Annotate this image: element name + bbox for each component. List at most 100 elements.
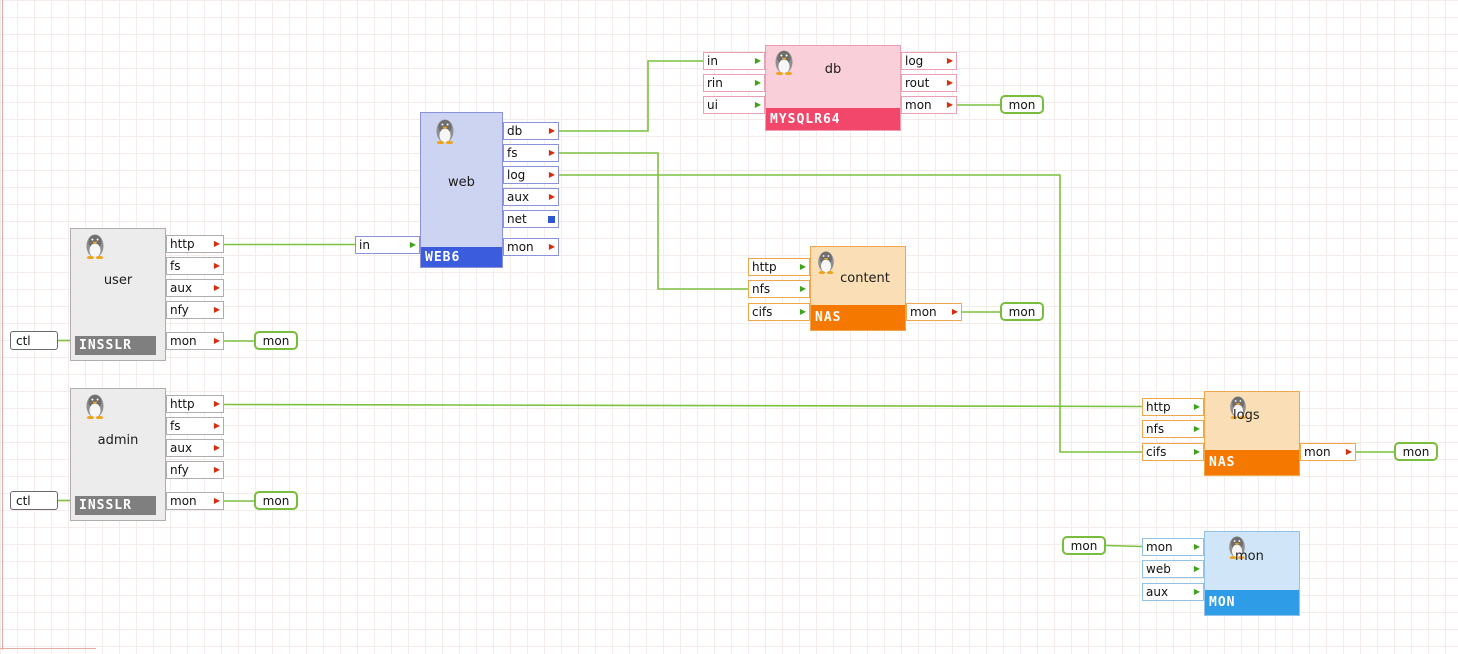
port-user-http[interactable]: http▶: [166, 235, 224, 253]
node-label: mon: [1235, 549, 1264, 564]
green-arrow-icon: ▶: [1193, 542, 1200, 551]
connector-admin-mon[interactable]: mon: [254, 491, 298, 510]
red-arrow-icon: ▶: [1345, 447, 1352, 456]
green-arrow-icon: ▶: [1193, 447, 1200, 456]
green-arrow-icon: ▶: [1193, 402, 1200, 411]
port-logs-mon[interactable]: mon▶: [1300, 443, 1356, 461]
port-web-mon[interactable]: mon▶: [503, 238, 559, 256]
port-mon-mon[interactable]: mon▶: [1142, 538, 1204, 556]
port-web-db[interactable]: db▶: [503, 122, 559, 140]
port-user-nfy[interactable]: nfy▶: [166, 301, 224, 319]
port-admin-fs[interactable]: fs▶: [166, 417, 224, 435]
instance-name: WEB6: [421, 247, 502, 267]
green-arrow-icon: ▶: [799, 262, 806, 271]
red-arrow-icon: ▶: [213, 305, 220, 314]
node-label: user: [103, 273, 133, 288]
connector-admin-ctl[interactable]: ctl: [10, 491, 58, 510]
port-content-http[interactable]: http▶: [748, 258, 810, 276]
port-logs-nfs[interactable]: nfs▶: [1142, 420, 1204, 438]
wire-admin-http-logs-http: [223, 403, 1143, 408]
connector-content-mon[interactable]: mon: [1000, 302, 1044, 321]
green-arrow-icon: ▶: [754, 56, 761, 65]
red-arrow-icon: ▶: [213, 421, 220, 430]
port-db-mon[interactable]: mon▶: [901, 96, 957, 114]
port-logs-http[interactable]: http▶: [1142, 398, 1204, 416]
connector-user-ctl[interactable]: ctl: [10, 331, 58, 350]
instance-name: NAS: [1205, 450, 1299, 475]
page-margin-line: [2, 0, 3, 650]
green-arrow-icon: ▶: [799, 307, 806, 316]
port-user-aux[interactable]: aux▶: [166, 279, 224, 297]
port-mon-web[interactable]: web▶: [1142, 560, 1204, 578]
green-arrow-icon: ▶: [409, 240, 416, 249]
instance-name: MYSQLR64: [766, 108, 900, 130]
port-web-net[interactable]: net: [503, 210, 559, 228]
red-arrow-icon: ▶: [213, 261, 220, 270]
red-arrow-icon: ▶: [548, 170, 555, 179]
red-arrow-icon: ▶: [213, 443, 220, 452]
tux-penguin-icon: [86, 234, 104, 259]
port-content-cifs[interactable]: cifs▶: [748, 303, 810, 321]
red-arrow-icon: ▶: [548, 242, 555, 251]
wire-web-fs-content-nfs: [559, 152, 748, 290]
port-admin-http[interactable]: http▶: [166, 395, 224, 413]
red-arrow-icon: ▶: [951, 307, 958, 316]
blue-square-icon: [548, 215, 555, 223]
node-web[interactable]: web WEB6: [420, 112, 503, 268]
red-arrow-icon: ▶: [548, 148, 555, 157]
red-arrow-icon: ▶: [548, 126, 555, 135]
instance-name: INSSLR: [75, 496, 156, 515]
port-db-rout[interactable]: rout▶: [901, 74, 957, 92]
red-arrow-icon: ▶: [213, 399, 220, 408]
instance-name: NAS: [811, 305, 905, 330]
green-arrow-icon: ▶: [1193, 424, 1200, 433]
port-user-mon[interactable]: mon▶: [166, 332, 224, 350]
red-arrow-icon: ▶: [946, 56, 953, 65]
port-admin-aux[interactable]: aux▶: [166, 439, 224, 457]
port-db-ui[interactable]: ui▶: [703, 96, 765, 114]
page-margin-line: [0, 648, 96, 649]
tux-penguin-icon: [436, 119, 454, 144]
green-arrow-icon: ▶: [1193, 564, 1200, 573]
port-user-fs[interactable]: fs▶: [166, 257, 224, 275]
node-content[interactable]: content NAS: [810, 246, 906, 331]
node-user[interactable]: user INSSLR: [70, 228, 166, 361]
port-db-log[interactable]: log▶: [901, 52, 957, 70]
port-web-in[interactable]: in▶: [355, 236, 420, 254]
node-label: logs: [1233, 408, 1260, 423]
port-content-mon[interactable]: mon▶: [906, 303, 962, 321]
green-arrow-icon: ▶: [1193, 587, 1200, 596]
wire-mon-in: [1105, 544, 1143, 548]
port-web-fs[interactable]: fs▶: [503, 144, 559, 162]
wire-web-db-db-in: [559, 60, 703, 132]
red-arrow-icon: ▶: [213, 336, 220, 345]
node-logs[interactable]: logs NAS: [1204, 391, 1300, 476]
port-web-aux[interactable]: aux▶: [503, 188, 559, 206]
port-admin-mon[interactable]: mon▶: [166, 492, 224, 510]
port-admin-nfy[interactable]: nfy▶: [166, 461, 224, 479]
green-arrow-icon: ▶: [799, 284, 806, 293]
connector-mon-in[interactable]: mon: [1062, 536, 1106, 555]
node-label: admin: [97, 433, 139, 448]
node-db[interactable]: db MYSQLR64: [765, 45, 901, 131]
port-web-log[interactable]: log▶: [503, 166, 559, 184]
instance-name: INSSLR: [75, 336, 156, 355]
port-db-rin[interactable]: rin▶: [703, 74, 765, 92]
red-arrow-icon: ▶: [946, 100, 953, 109]
connector-db-mon[interactable]: mon: [1000, 95, 1044, 114]
port-logs-cifs[interactable]: cifs▶: [1142, 443, 1204, 461]
red-arrow-icon: ▶: [213, 465, 220, 474]
node-admin[interactable]: admin INSSLR: [70, 388, 166, 521]
connector-user-mon[interactable]: mon: [254, 331, 298, 350]
port-content-nfs[interactable]: nfs▶: [748, 280, 810, 298]
node-mon[interactable]: mon MON: [1204, 531, 1300, 616]
node-label: web: [448, 175, 475, 190]
red-arrow-icon: ▶: [548, 192, 555, 201]
port-db-in[interactable]: in▶: [703, 52, 765, 70]
connector-logs-mon[interactable]: mon: [1394, 442, 1438, 461]
red-arrow-icon: ▶: [213, 239, 220, 248]
node-label: content: [840, 271, 890, 286]
green-arrow-icon: ▶: [754, 78, 761, 87]
port-mon-aux[interactable]: aux▶: [1142, 583, 1204, 601]
